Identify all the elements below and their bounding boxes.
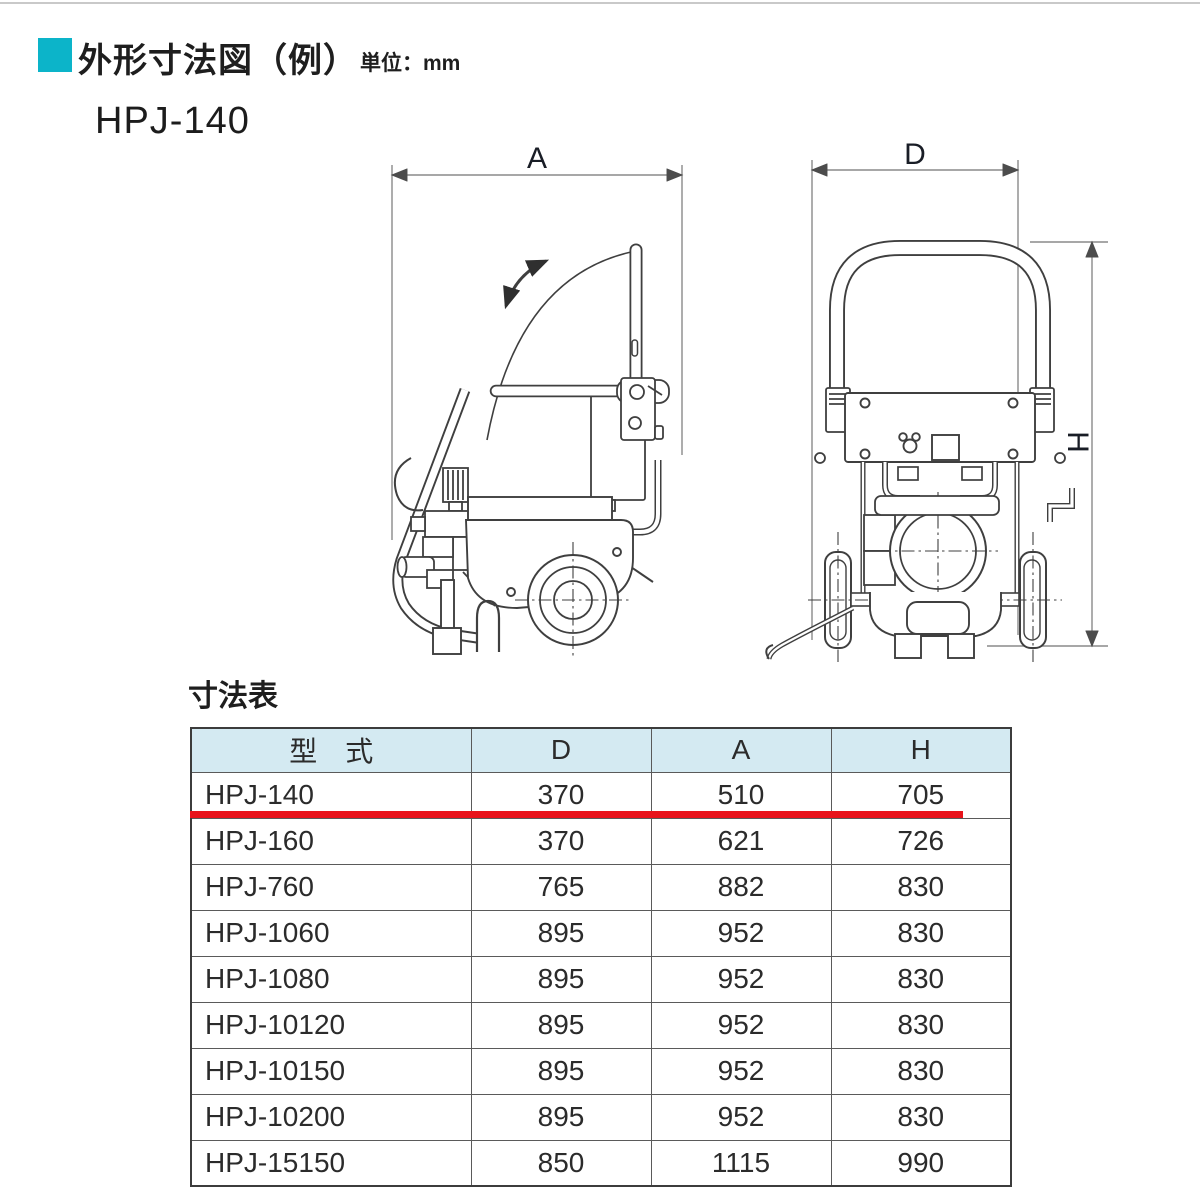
motor — [863, 492, 1000, 612]
dim-label-d: D — [904, 140, 926, 171]
side-view-drawing: A — [365, 140, 695, 665]
a-value-cell: 952 — [650, 909, 832, 957]
h-value-cell: 830 — [830, 863, 1012, 911]
a-value-cell: 952 — [650, 955, 832, 1003]
header-d: D — [470, 727, 652, 773]
a-value-cell: 952 — [650, 1093, 832, 1141]
power-cord — [765, 605, 855, 660]
body-panel — [844, 392, 1036, 463]
handle-clamps — [814, 387, 1066, 464]
h-value-cell: 990 — [830, 1139, 1012, 1187]
handle-joint — [616, 377, 670, 441]
dim-label-h: H — [1061, 431, 1094, 453]
d-value-cell: 370 — [470, 817, 652, 865]
d-value-cell: 895 — [470, 909, 652, 957]
model-cell: HPJ-160 — [190, 817, 472, 865]
h-value-cell: 705 — [830, 771, 1012, 819]
support-leg — [432, 579, 501, 655]
d-value-cell: 850 — [470, 1139, 652, 1187]
h-value-cell: 830 — [830, 1093, 1012, 1141]
top-divider — [0, 2, 1200, 4]
unit-label: 単位：mm — [360, 52, 461, 75]
section-bullet-square — [38, 38, 72, 72]
h-value-cell: 830 — [830, 1001, 1012, 1049]
a-value-cell: 1115 — [650, 1139, 832, 1187]
h-value-cell: 830 — [830, 955, 1012, 1003]
wheel — [515, 542, 631, 658]
model-cell: HPJ-10150 — [190, 1047, 472, 1095]
model-cell: HPJ-10120 — [190, 1001, 472, 1049]
model-cell: HPJ-1060 — [190, 909, 472, 957]
handle-fold-arc — [486, 251, 632, 441]
d-value-cell: 765 — [470, 863, 652, 911]
side-hook — [1047, 488, 1075, 522]
section-title: 外形寸法図（例） — [78, 42, 358, 80]
d-value-cell: 895 — [470, 1047, 652, 1095]
front-view-svg: D H — [765, 140, 1108, 662]
h-value-cell: 830 — [830, 1047, 1012, 1095]
highlight-underline — [190, 811, 963, 818]
d-value-cell: 370 — [470, 771, 652, 819]
side-view-svg: A — [390, 142, 684, 658]
header-a: A — [650, 727, 832, 773]
a-value-cell: 952 — [650, 1047, 832, 1095]
model-cell: HPJ-140 — [190, 771, 472, 819]
d-value-cell: 895 — [470, 1001, 652, 1049]
model-cell: HPJ-15150 — [190, 1139, 472, 1187]
model-cell: HPJ-760 — [190, 863, 472, 911]
h-value-cell: 830 — [830, 909, 1012, 957]
header-h: H — [830, 727, 1012, 773]
front-wheels — [808, 532, 1062, 662]
front-view-drawing: D H — [760, 140, 1120, 665]
model-title: HPJ-140 — [95, 100, 250, 142]
pump-assembly — [396, 467, 496, 607]
d-value-cell: 895 — [470, 955, 652, 1003]
dimension-a — [390, 165, 684, 540]
handle-bar — [629, 243, 643, 399]
dim-label-a: A — [527, 142, 547, 175]
base-skid — [869, 592, 1002, 659]
inner-frame — [860, 462, 1020, 595]
table-header-row: 型 式 D A H — [190, 727, 1012, 773]
a-value-cell: 952 — [650, 1001, 832, 1049]
handle-loop — [829, 240, 1051, 392]
table-title: 寸法表 — [188, 680, 278, 713]
dimension-h — [987, 240, 1108, 648]
a-value-cell: 621 — [650, 817, 832, 865]
a-value-cell: 882 — [650, 863, 832, 911]
header-model: 型 式 — [190, 727, 472, 773]
model-cell: HPJ-10200 — [190, 1093, 472, 1141]
h-value-cell: 726 — [830, 817, 1012, 865]
d-value-cell: 895 — [470, 1093, 652, 1141]
model-cell: HPJ-1080 — [190, 955, 472, 1003]
